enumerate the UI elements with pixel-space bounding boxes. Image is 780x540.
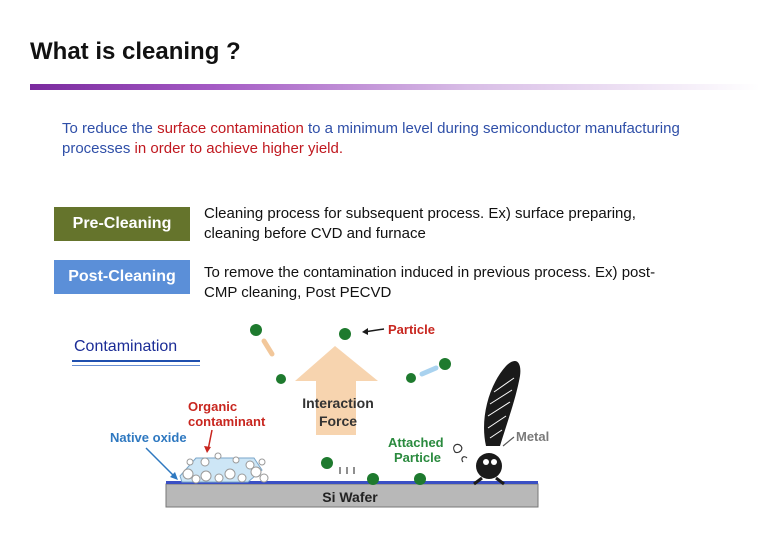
- pre-cleaning-label: Pre-Cleaning: [54, 207, 190, 241]
- metal-pointer: [502, 436, 515, 447]
- native-oxide-pointer: [145, 447, 177, 479]
- attached-particle-1: [321, 457, 333, 469]
- contamination-heading: Contamination: [74, 338, 178, 355]
- wafer-surface-line: [166, 481, 538, 484]
- title-underline: [30, 84, 760, 90]
- metal-label: Metal: [516, 429, 549, 444]
- particle-trail-2: [419, 365, 439, 377]
- intro-highlight-surface-contamination: surface contamination: [157, 120, 304, 137]
- organic-pointer-head: [204, 446, 211, 453]
- particle-2: [339, 328, 351, 340]
- native-oxide-label: Native oxide: [110, 430, 187, 445]
- attached-particle-line2: Particle: [394, 450, 441, 465]
- metal-figure: [453, 361, 521, 486]
- particle-label: Particle: [388, 322, 435, 337]
- native-oxide-pointer-head: [170, 472, 178, 480]
- intro-text: To reduce the surface contamination to a…: [62, 119, 702, 159]
- intro-highlight-higher-yield: in order to achieve higher yield.: [134, 140, 344, 157]
- interaction-force-line1: Interaction: [302, 395, 374, 411]
- free-particles: [250, 324, 451, 384]
- post-cleaning-label: Post-Cleaning: [54, 260, 190, 294]
- intro-part-3: to a minimum level during semiconductor …: [62, 120, 680, 157]
- particle-4: [406, 373, 416, 383]
- particle-pointer-head: [362, 328, 368, 335]
- particle-trail-1: [261, 338, 275, 357]
- particle-1: [250, 324, 262, 336]
- particle-3: [439, 358, 451, 370]
- intro-part-1: To reduce the: [62, 120, 158, 137]
- attached-particle-line1: Attached: [388, 435, 444, 450]
- particle-5: [276, 374, 286, 384]
- attached-particle-3: [414, 473, 426, 485]
- post-cleaning-description: To remove the contamination induced in p…: [204, 264, 656, 301]
- attached-particle-2: [367, 473, 379, 485]
- contamination-underline-secondary: [72, 365, 200, 366]
- slide-title: What is cleaning ?: [30, 38, 241, 65]
- organic-label-line2: contaminant: [188, 414, 266, 429]
- si-wafer-label: Si Wafer: [322, 489, 378, 505]
- interaction-force-line2: Force: [319, 413, 357, 429]
- organic-pointer: [207, 429, 213, 451]
- attached-particles: [321, 457, 426, 485]
- pre-cleaning-description: Cleaning process for subsequent process.…: [204, 205, 636, 242]
- contamination-underline: [72, 360, 200, 362]
- interaction-force-arrow: [295, 346, 378, 435]
- organic-label-line1: Organic: [188, 399, 237, 414]
- organic-contaminant-bubbles: [182, 452, 269, 484]
